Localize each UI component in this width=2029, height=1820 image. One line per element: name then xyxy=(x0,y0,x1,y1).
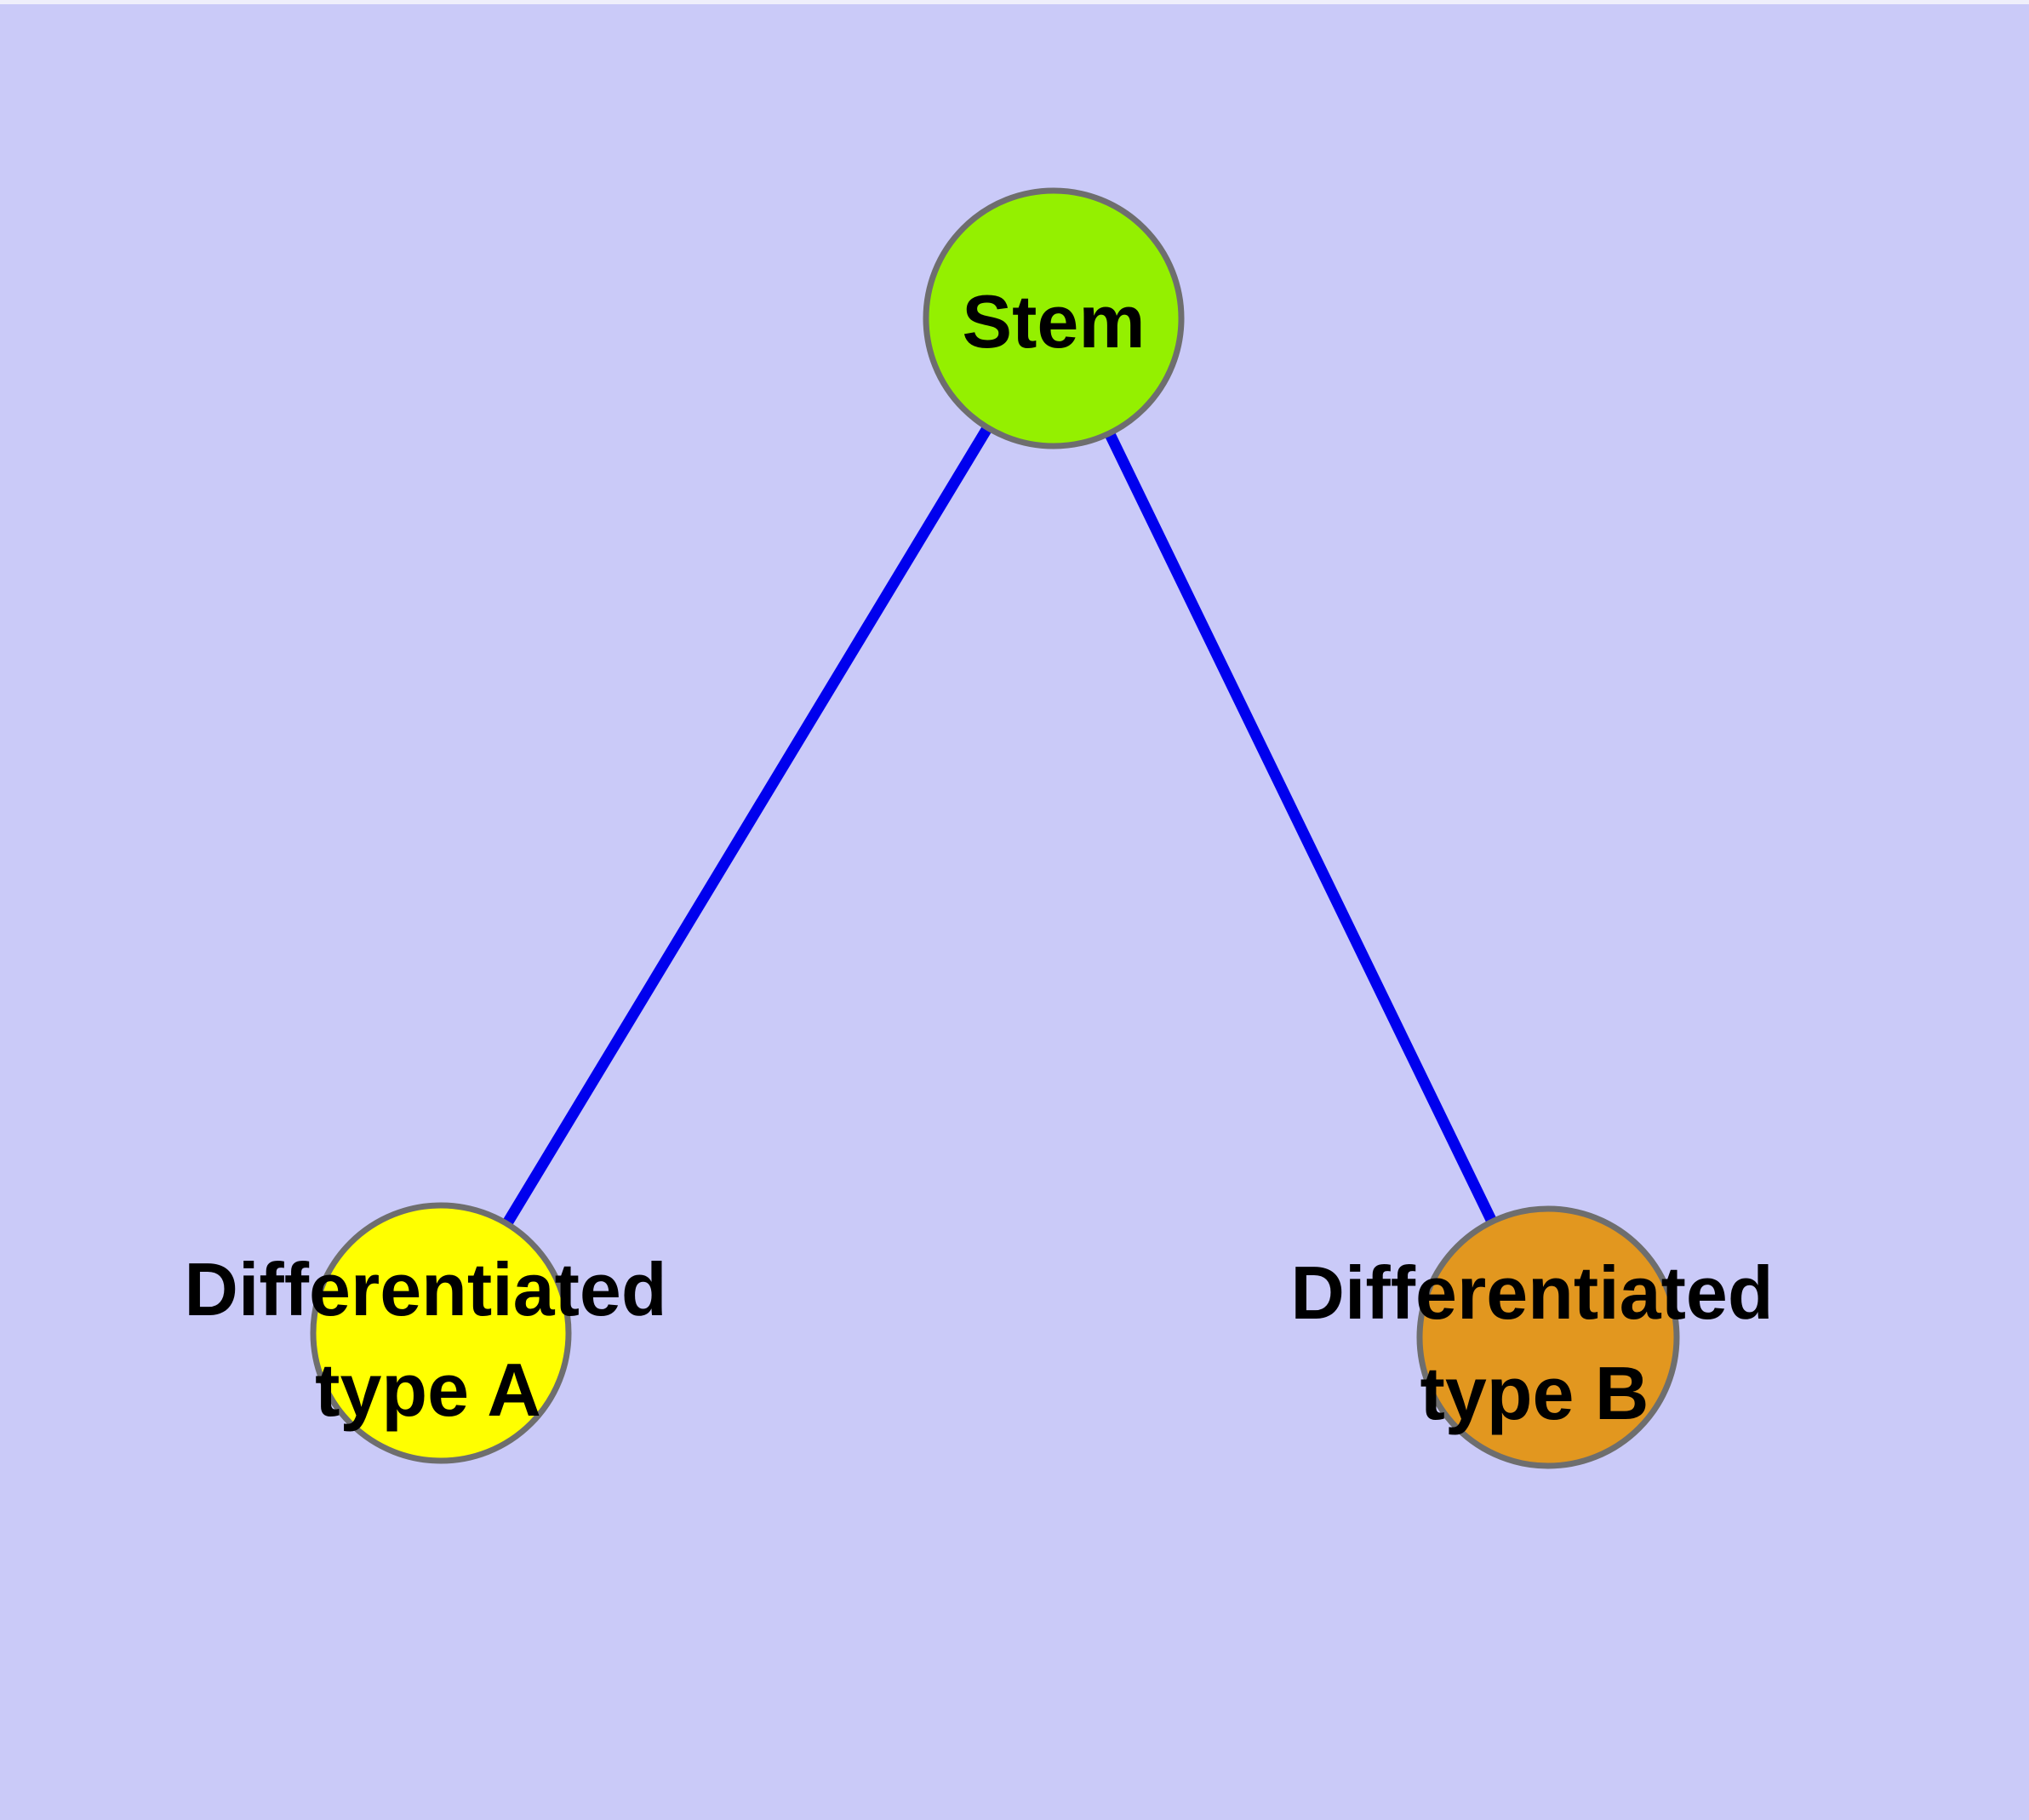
top-edge-highlight xyxy=(0,0,2029,4)
node-stem-label: Stem xyxy=(962,279,1145,363)
node-type-a-circle[interactable] xyxy=(310,1202,572,1464)
node-stem-circle[interactable] xyxy=(923,187,1185,449)
node-type-a-label-line1: Differentiated xyxy=(184,1247,666,1331)
edge-stem-to-type-b[interactable] xyxy=(1049,316,1553,1340)
node-type-b-label-line2: type B xyxy=(1420,1351,1649,1435)
node-type-b-circle[interactable] xyxy=(1416,1205,1680,1469)
node-type-a-label-line2: type A xyxy=(315,1348,541,1432)
edge-stem-to-type-a[interactable] xyxy=(436,315,1059,1336)
node-type-b-label-line1: Differentiated xyxy=(1290,1251,1773,1335)
